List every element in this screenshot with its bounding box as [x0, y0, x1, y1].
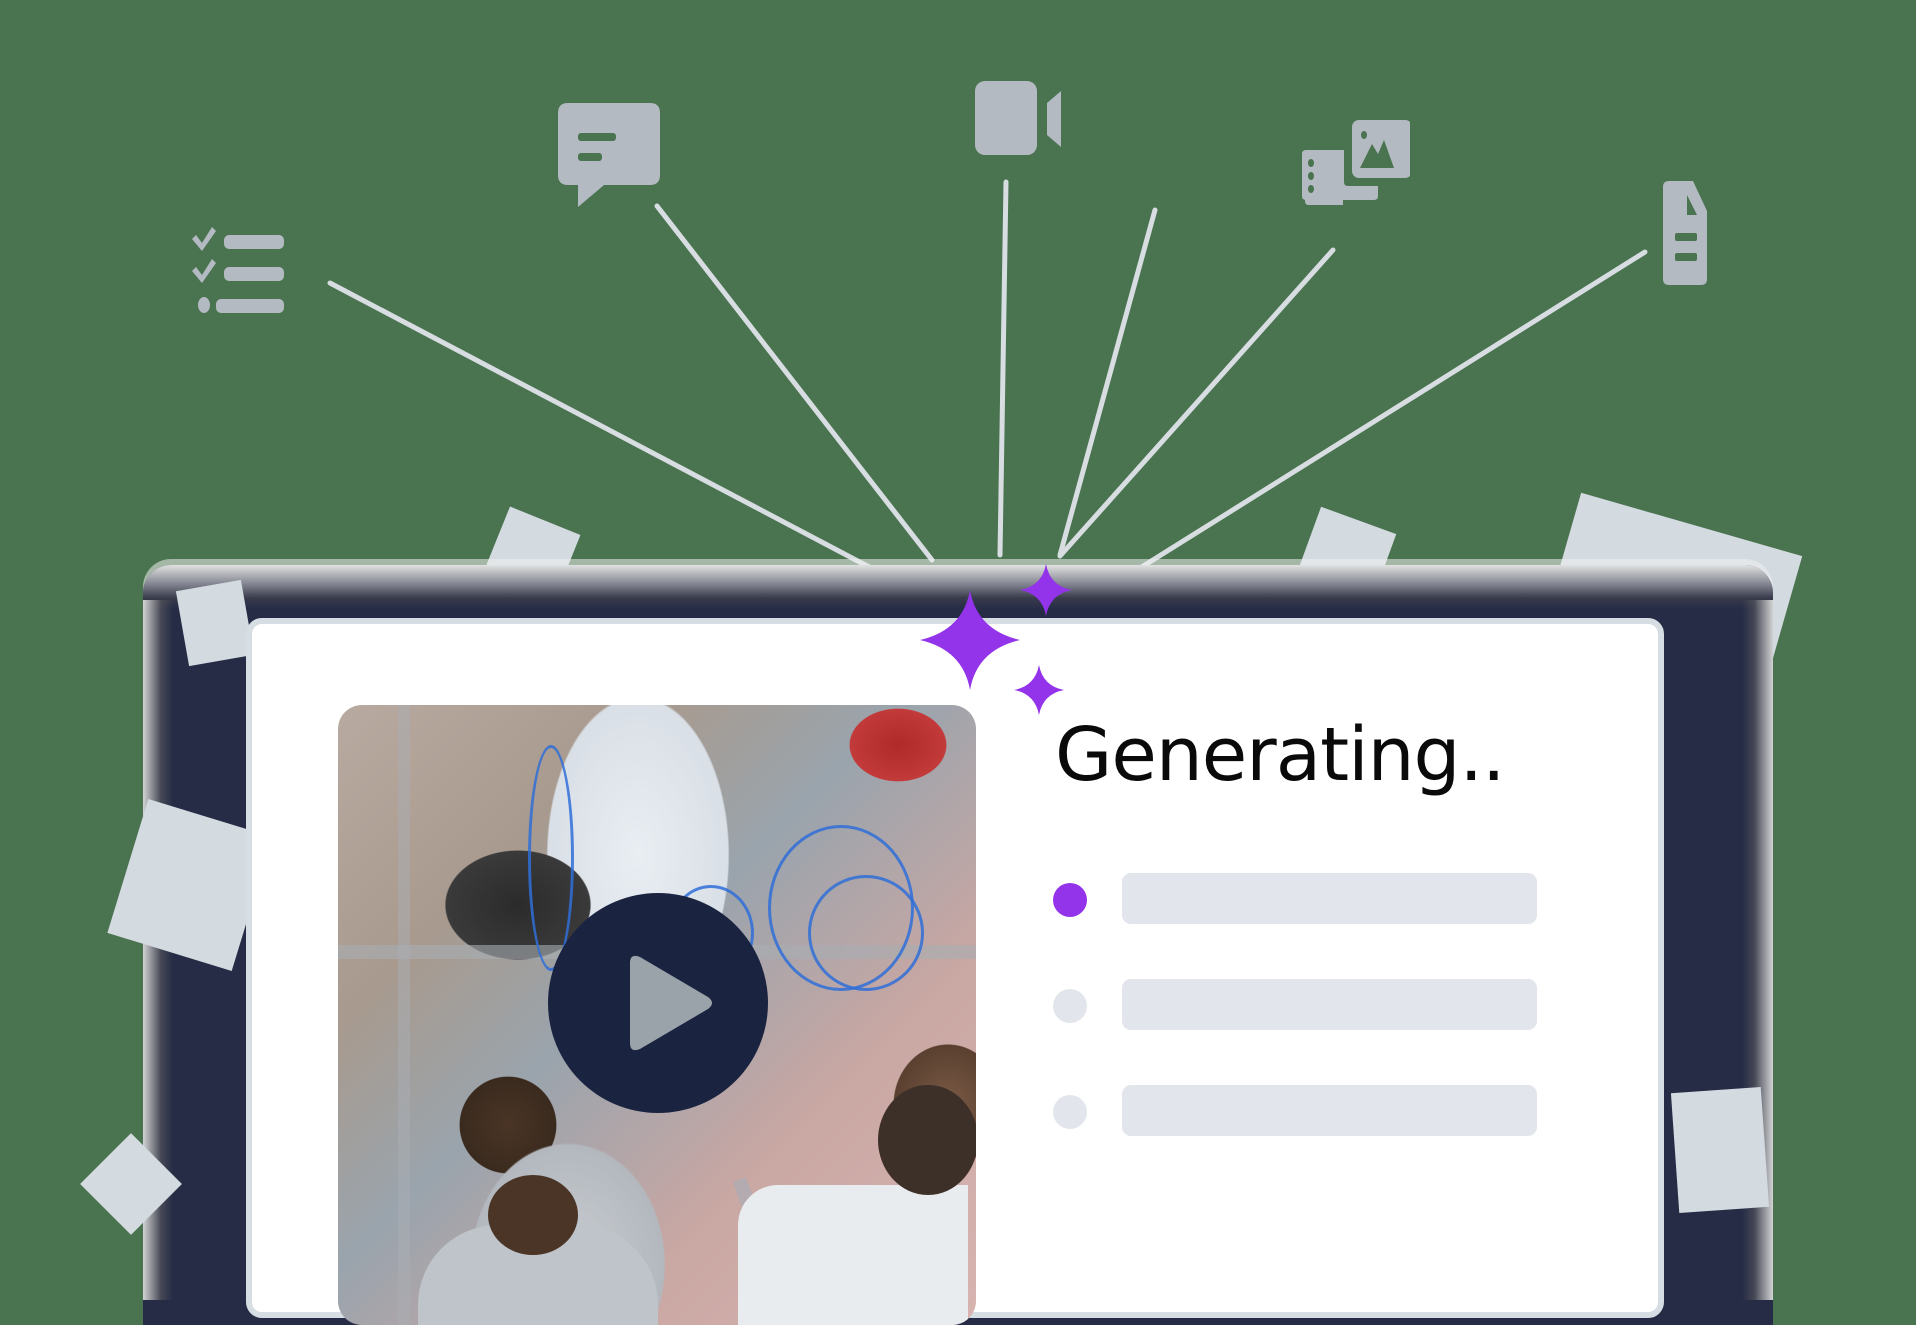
photo-detail [398, 705, 410, 1325]
status-title: Generating.. [1055, 712, 1506, 798]
image-gallery-icon [1305, 159, 1343, 205]
bullet-pending [1053, 1095, 1087, 1129]
placeholder-bar [1122, 873, 1537, 924]
photo-detail [528, 745, 574, 971]
bullet-active [1053, 883, 1087, 917]
decor-tile [175, 579, 255, 667]
photo-detail [878, 1085, 976, 1195]
checklist-icon [192, 227, 284, 313]
photo-detail [488, 1175, 578, 1255]
sparkle-icon [920, 590, 1020, 690]
placeholder-bar [1122, 979, 1537, 1030]
connector-lines [327, 179, 1648, 593]
play-button[interactable] [548, 893, 768, 1113]
sparkle-icon [1020, 564, 1072, 616]
image-gallery-icon [1302, 120, 1410, 200]
chat-icon [558, 103, 660, 207]
placeholder-bar [1122, 1085, 1537, 1136]
bullet-pending [1053, 989, 1087, 1023]
document-icon [1663, 181, 1707, 285]
sparkle-icon [1014, 665, 1064, 715]
play-icon [630, 955, 712, 1051]
video-camera-icon [975, 81, 1061, 155]
photo-detail [808, 875, 924, 991]
photo-detail [738, 1185, 968, 1325]
decor-tile [1670, 1087, 1770, 1213]
frame-edge [143, 565, 1773, 609]
